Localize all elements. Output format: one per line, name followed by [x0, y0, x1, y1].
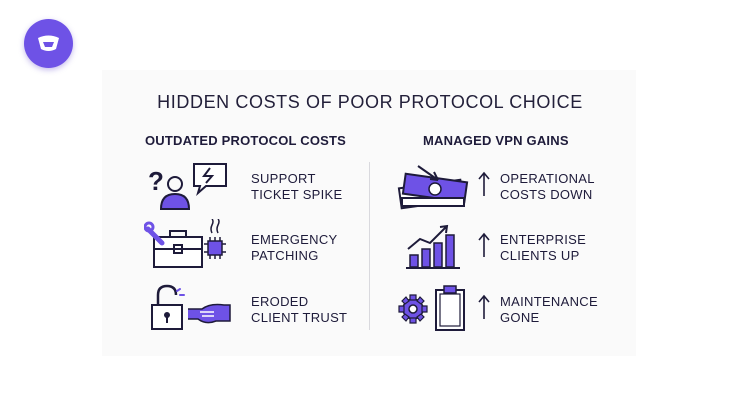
confused-user-icon: ?: [140, 160, 230, 217]
gear-clipboard-icon: [396, 282, 471, 339]
left-item-3-line2: CLIENT TRUST: [251, 310, 348, 325]
right-column-heading: MANAGED VPN GAINS: [423, 133, 569, 148]
column-divider: [369, 162, 370, 330]
right-item-1-line2: COSTS DOWN: [500, 187, 593, 202]
left-item-2-line2: PATCHING: [251, 248, 319, 263]
right-item-2-label: ENTERPRISE CLIENTS UP: [500, 232, 620, 264]
infographic-title: HIDDEN COSTS OF POOR PROTOCOL CHOICE: [157, 92, 583, 112]
svg-text:?: ?: [148, 166, 164, 196]
left-item-1-line2: TICKET SPIKE: [251, 187, 343, 202]
up-arrow-icon: [478, 232, 490, 263]
left-item-1-line1: SUPPORT: [251, 171, 316, 186]
brand-logo-icon[interactable]: [24, 19, 73, 68]
toolbox-chip-icon: [143, 218, 234, 276]
left-item-3-line1: ERODED: [251, 294, 309, 309]
left-item-1-label: SUPPORT TICKET SPIKE: [251, 171, 371, 203]
money-stack-icon: [396, 162, 471, 215]
up-arrow-icon: [478, 294, 490, 325]
right-item-3-line1: MAINTENANCE: [500, 294, 598, 309]
left-item-2-line1: EMERGENCY: [251, 232, 338, 247]
right-item-1-label: OPERATIONAL COSTS DOWN: [500, 171, 620, 203]
right-item-1-line1: OPERATIONAL: [500, 171, 595, 186]
right-item-2-line1: ENTERPRISE: [500, 232, 587, 247]
growth-bar-chart-icon: [404, 221, 464, 276]
right-item-3-label: MAINTENANCE GONE: [500, 294, 620, 326]
unlocked-padlock-icon: [144, 283, 234, 338]
left-item-2-label: EMERGENCY PATCHING: [251, 232, 371, 264]
right-item-3-line2: GONE: [500, 310, 540, 325]
right-item-2-line2: CLIENTS UP: [500, 248, 580, 263]
left-column-heading: OUTDATED PROTOCOL COSTS: [145, 133, 347, 148]
left-item-3-label: ERODED CLIENT TRUST: [251, 294, 371, 326]
up-arrow-icon: [478, 171, 490, 202]
